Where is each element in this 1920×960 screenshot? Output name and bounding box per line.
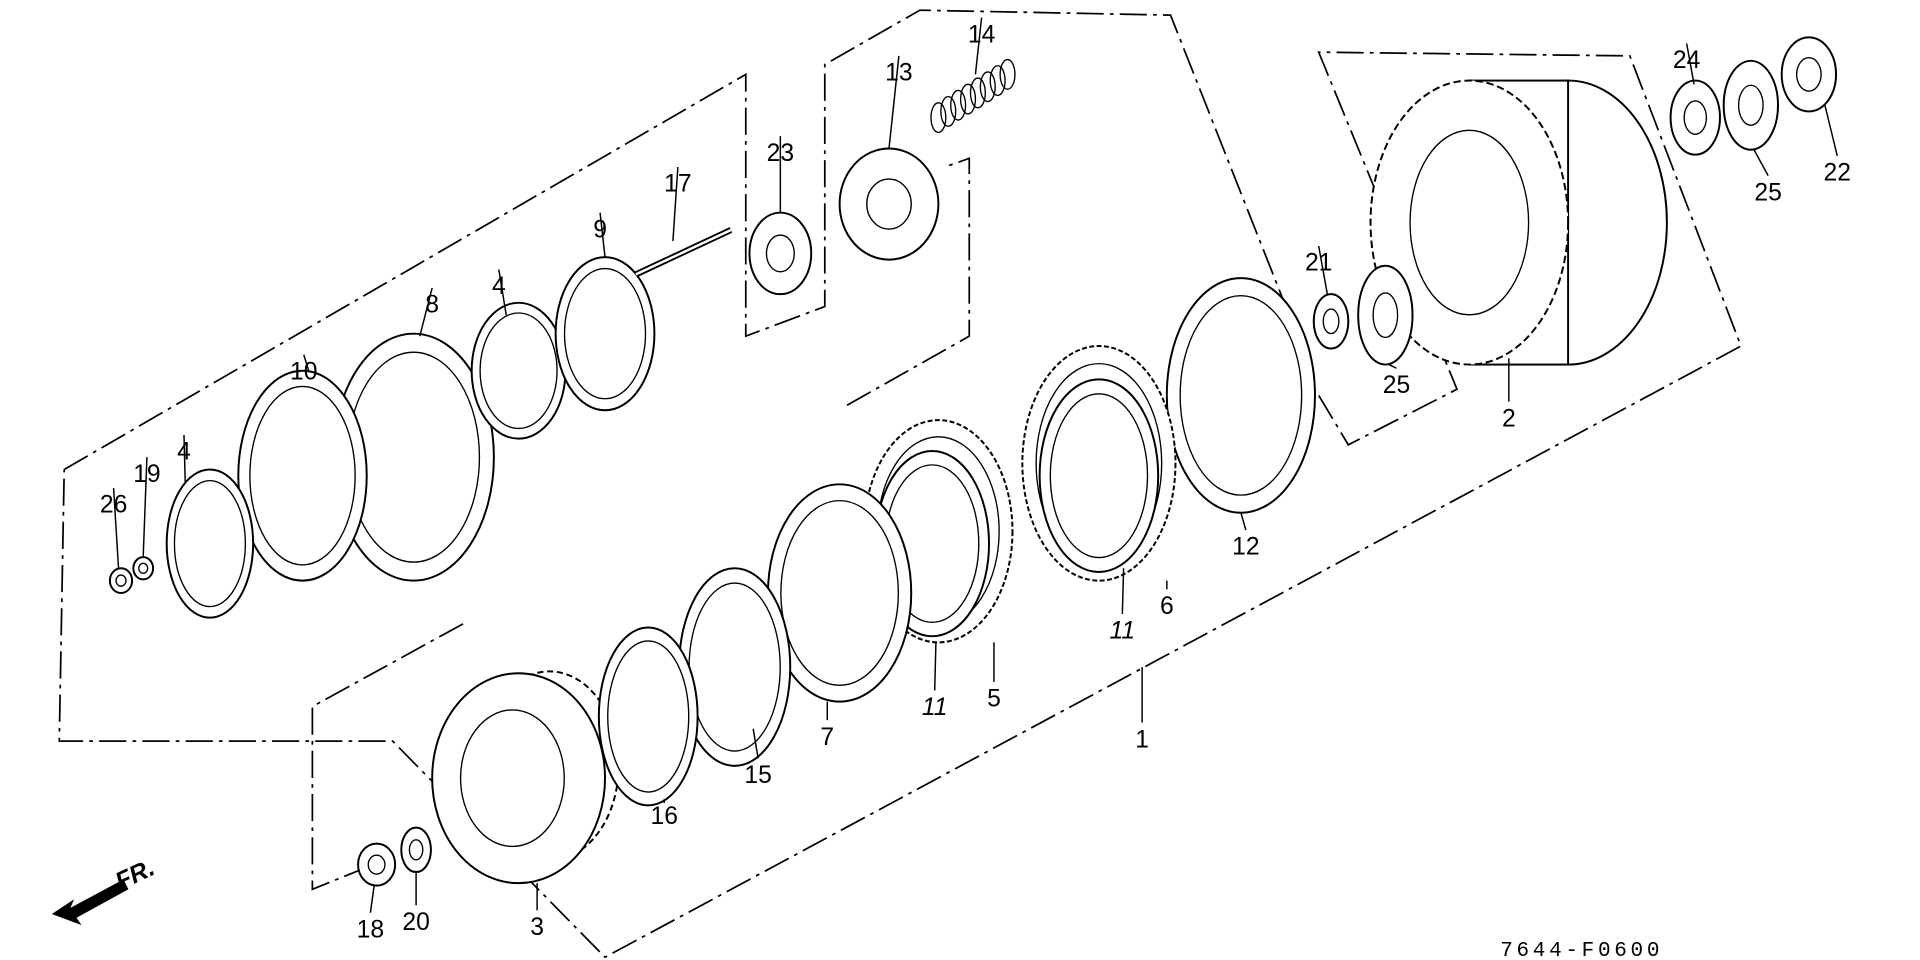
snap-ring-4a [470, 301, 567, 440]
part-callout-25: 25 [1754, 179, 1781, 206]
leader-line [1317, 245, 1329, 295]
spring-retainer-9 [554, 256, 656, 412]
leader-line [1752, 148, 1769, 176]
thrust-bearing-25a [1357, 264, 1414, 366]
clutch-hub [431, 670, 620, 885]
leader-line [974, 17, 983, 75]
part-callout-11: 11 [1110, 618, 1136, 645]
part-callout-4: 4 [492, 273, 506, 300]
housing-13 [838, 147, 940, 261]
part-callout-13: 13 [885, 60, 912, 87]
part-callout-23: 23 [767, 140, 794, 167]
part-callout-12: 12 [1232, 534, 1259, 561]
leader-line [599, 212, 606, 258]
snap-ring-16 [597, 626, 699, 807]
leader-line [498, 269, 507, 316]
part-callout-15: 15 [744, 762, 771, 789]
thrust-bearing-25b [1722, 59, 1779, 151]
part-callout-8: 8 [425, 292, 439, 319]
leader-line [369, 885, 375, 913]
snap-ring-4b [165, 468, 255, 619]
clutch-plate-7 [767, 483, 913, 703]
leader-line [888, 55, 900, 149]
part-callout-16: 16 [651, 803, 678, 830]
part-callout-2: 2 [1502, 405, 1516, 432]
part-callout-19: 19 [133, 461, 160, 488]
nut-18 [357, 842, 397, 887]
part-callout-20: 20 [402, 909, 429, 936]
leader-line [303, 354, 310, 371]
part-callout-18: 18 [357, 916, 384, 943]
leader-line [933, 642, 937, 691]
thrust-washer-21 [1312, 293, 1350, 350]
leader-line [112, 487, 120, 569]
leader-line [1240, 512, 1247, 531]
part-callout-21: 21 [1305, 250, 1332, 277]
end-plate-12 [1165, 277, 1316, 514]
part-callout-22: 22 [1824, 160, 1851, 187]
parts-shapes [108, 36, 1838, 887]
clutch-drum [1369, 79, 1668, 366]
dashed-group-outlines [58, 9, 1743, 959]
nut-26 [108, 567, 134, 594]
part-callout-7: 7 [820, 724, 834, 751]
part-callout-25: 25 [1383, 372, 1410, 399]
leader-line [1824, 105, 1838, 157]
part-callout-11: 11 [922, 694, 948, 721]
part-callout-14: 14 [968, 21, 995, 48]
snap-ring-15 [678, 567, 792, 767]
bearing-23 [748, 211, 813, 296]
part-callout-1: 1 [1135, 726, 1149, 753]
leader-line [752, 728, 759, 759]
part-callout-4: 4 [177, 439, 191, 466]
callout-leader-lines [112, 17, 1838, 913]
leader-line [1685, 43, 1695, 85]
part-callout-3: 3 [530, 914, 544, 941]
return-spring-10 [237, 369, 368, 582]
part-callout-17: 17 [664, 171, 691, 198]
spring-14 [930, 58, 1016, 134]
part-callout-9: 9 [593, 216, 607, 243]
front-direction-arrow-icon: FR. [51, 854, 159, 926]
leader-line [183, 434, 186, 482]
leader-line [1121, 568, 1125, 614]
part-callout-26: 26 [100, 492, 127, 519]
washer-20 [400, 826, 432, 874]
needle-bearing-24 [1669, 79, 1721, 156]
leader-line [1388, 363, 1397, 369]
washer-19 [132, 556, 155, 581]
leader-line [672, 166, 679, 242]
bolt-17 [634, 227, 733, 278]
part-callout-10: 10 [290, 358, 317, 385]
part-callout-5: 5 [987, 686, 1001, 713]
clutch-plate-11a [1038, 378, 1160, 573]
drawing-code: 7644-F0600 [1500, 940, 1663, 960]
leader-line [142, 457, 148, 556]
part-callout-6: 6 [1160, 593, 1174, 620]
collar-22 [1780, 36, 1838, 113]
leader-line [419, 287, 433, 337]
part-callout-24: 24 [1673, 47, 1700, 74]
